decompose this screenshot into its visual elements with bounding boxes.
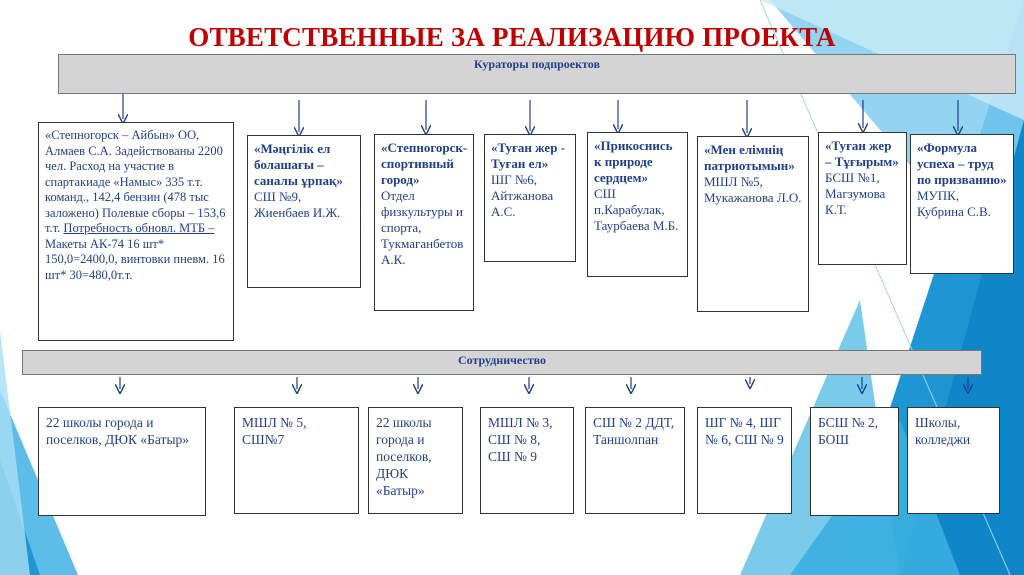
curators-label: Кураторы подпроектов — [474, 57, 600, 71]
cooperation-bar: Сотрудничество — [22, 350, 982, 375]
partner-box-4: МШЛ № 3, СШ № 8, СШ № 9 — [480, 407, 574, 514]
project-box-1: «Степногорск – Айбын» ОО, Алмаев С.А. За… — [38, 122, 234, 341]
project-8-body: МУПК, Кубрина С.В. — [917, 188, 991, 219]
project-box-2: «Мәңгілік ел болашағы – саналы ұрпақ» СШ… — [247, 135, 361, 288]
partner-box-3: 22 школы города и поселков, ДЮК «Батыр» — [368, 407, 463, 514]
project-8-title: «Формула успеха – труд по призванию» — [917, 140, 1007, 187]
project-box-3: «Степногорск-спортивный город» Отдел физ… — [374, 134, 474, 311]
project-5-body: СШ п.Карабулак, Таурбаева М.Б. — [594, 186, 679, 233]
partner-box-5: СШ № 2 ДДТ, Таншолпан — [585, 407, 685, 514]
cooperation-label: Сотрудничество — [457, 353, 547, 367]
project-7-title: «Туған жер – Тұғырым» — [825, 138, 899, 169]
project-box-8: «Формула успеха – труд по призванию» МУП… — [910, 134, 1014, 274]
project-6-body: МШЛ №5, Мукажанова Л.О. — [704, 174, 802, 205]
project-2-title: «Мәңгілік ел болашағы – саналы ұрпақ» — [254, 141, 343, 188]
project-7-body: БСШ №1, Магзумова К.Т. — [825, 170, 886, 217]
curators-bar: Кураторы подпроектов — [58, 54, 1016, 94]
partner-box-8: Школы, колледжи — [907, 407, 1000, 514]
project-4-title: «Туған жер - Туған ел» — [491, 140, 566, 171]
project-4-body: ШГ №6, Айтжанова А.С. — [491, 172, 554, 219]
project-5-title: «Прикоснись к природе сердцем» — [594, 138, 673, 185]
project-box-5: «Прикоснись к природе сердцем» СШ п.Кара… — [587, 132, 688, 277]
project-1-underlined: Потребность обновл. МТБ – — [63, 221, 215, 235]
partner-box-6: ШГ № 4, ШГ № 6, СШ № 9 — [697, 407, 792, 514]
project-1-text: «Степногорск – Айбын» ОО, Алмаев С.А. За… — [45, 128, 226, 235]
partner-box-2: МШЛ № 5, СШ№7 — [234, 407, 359, 514]
project-box-6: «Мен елімнің патриотымын» МШЛ №5, Мукажа… — [697, 136, 809, 312]
project-6-title: «Мен елімнің патриотымын» — [704, 142, 795, 173]
project-1-tail: Макеты АК-74 16 шт* 150,0=2400,0, винтов… — [45, 236, 225, 282]
partner-box-1: 22 школы города и поселков, ДЮК «Батыр» — [38, 407, 206, 516]
project-2-body: СШ №9, Жиенбаев И.Ж. — [254, 189, 341, 220]
project-3-body: Отдел физкультуры и спорта, Тукмаганбето… — [381, 188, 464, 267]
project-3-title: «Степногорск-спортивный город» — [381, 140, 468, 187]
project-box-7: «Туған жер – Тұғырым» БСШ №1, Магзумова … — [818, 132, 907, 265]
page-title: ОТВЕТСТВЕННЫЕ ЗА РЕАЛИЗАЦИЮ ПРОЕКТА — [188, 22, 836, 52]
partner-box-7: БСШ № 2, БОШ — [810, 407, 899, 516]
project-box-4: «Туған жер - Туған ел» ШГ №6, Айтжанова … — [484, 134, 576, 262]
